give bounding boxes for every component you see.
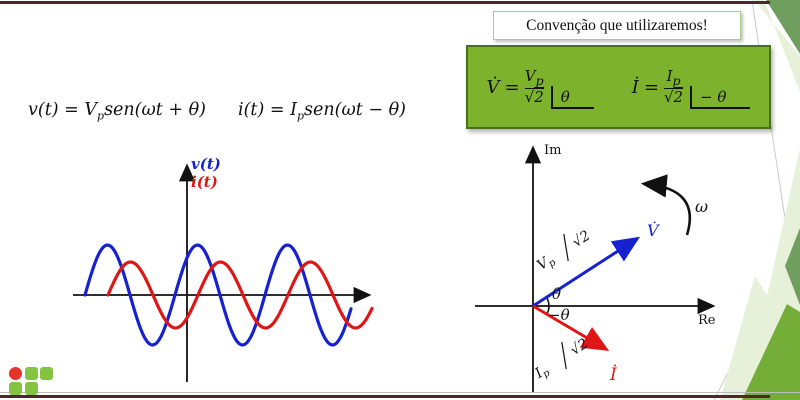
theta-label: θ: [552, 285, 562, 303]
facet-hairline: [751, 0, 791, 253]
current-magnitude-label: Ip √2: [532, 336, 592, 383]
current-phasor-label: İ: [610, 365, 617, 385]
phasor-diagram: Vp √2 Ip √2: [475, 145, 716, 393]
fraction-slash: [563, 233, 569, 262]
top-accent-rule: [0, 1, 770, 4]
voltage-phasor-formula: V̇ = Vp √2 θ: [486, 66, 594, 109]
omega-rotation-arrow: [640, 174, 692, 236]
logo-green-square: [25, 382, 38, 395]
re-axis-label: Re: [698, 313, 716, 328]
current-time-equation: i(t) = Ipsen(ωt − θ): [238, 100, 406, 123]
voltage-fraction: Vp √2: [524, 66, 544, 106]
footer-hairline: [0, 392, 800, 393]
logo-green-square: [40, 367, 53, 380]
logo-green-square: [25, 367, 38, 380]
slide-title: Convenção que utilizaremos!: [526, 16, 708, 34]
waveform-plot: [73, 163, 374, 382]
equals-sign: =: [504, 76, 520, 98]
current-phasor-formula: İ = Ip √2 − θ: [631, 66, 751, 109]
convention-box: V̇ = Vp √2 θ İ = Ip √2 − θ: [466, 45, 771, 129]
vivid-triangle: [742, 304, 800, 400]
im-axis-label: Im: [544, 143, 562, 158]
angle-notation: − θ: [690, 85, 751, 109]
svg-text:√2: √2: [570, 228, 594, 251]
voltage-magnitude-label: Vp √2: [534, 228, 594, 275]
current-phasor-arrow: [532, 304, 610, 352]
v-wave: [83, 243, 353, 347]
voltage-time-equation: v(t) = Vpsen(ωt + θ): [28, 100, 206, 123]
v-curve-label: v(t): [191, 155, 221, 173]
logo-red-dot: [9, 367, 22, 380]
i-wave: [106, 260, 374, 330]
current-fraction: Ip √2: [663, 66, 684, 106]
i-curve-label: i(t): [191, 173, 218, 191]
current-phasor-symbol: İ: [631, 76, 639, 98]
voltage-phasor-label: V̇: [647, 221, 659, 240]
bottom-accent-rule: [0, 395, 770, 398]
svg-text:Ip: Ip: [532, 361, 553, 383]
voltage-phasor-arrow: [532, 236, 641, 308]
angle-notation: θ: [550, 85, 594, 109]
sage-triangle: [766, 0, 800, 54]
equals-sign: =: [643, 76, 659, 98]
neg-theta-label: −θ: [548, 306, 570, 324]
fraction-slash: [561, 341, 567, 370]
facet-decoration: [713, 0, 800, 400]
sage-triangle: [785, 228, 800, 305]
logo-green-square: [9, 382, 22, 395]
voltage-phasor-symbol: V̇: [486, 76, 500, 98]
svg-text:Vp: Vp: [534, 251, 558, 275]
pale-triangle: [754, 0, 800, 92]
omega-label: ω: [695, 197, 709, 216]
slide-title-box: Convenção que utilizaremos!: [493, 11, 741, 40]
